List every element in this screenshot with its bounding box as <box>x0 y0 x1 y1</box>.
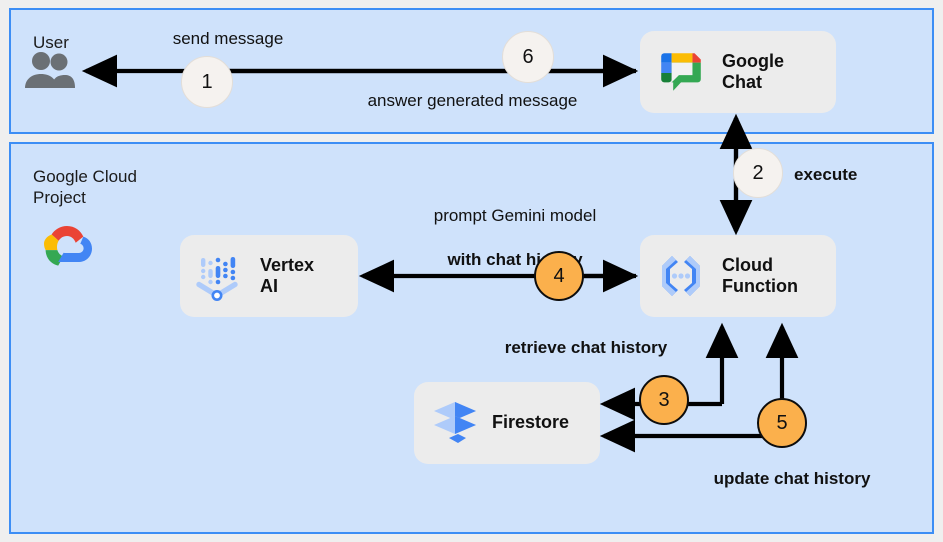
node-google-chat[interactable]: Google Chat <box>640 31 836 113</box>
node-google-chat-label: Google Chat <box>722 50 784 92</box>
node-vertex-ai[interactable]: Vertex AI <box>180 235 358 317</box>
label-prompt-gemini-model: prompt Gemini model with chat history <box>400 183 630 271</box>
label-prompt-line1: prompt Gemini model <box>433 206 597 226</box>
label-send-message: send message <box>172 29 284 48</box>
node-vertex-ai-label: Vertex AI <box>260 254 315 296</box>
step-badge-3: 3 <box>639 375 689 425</box>
label-update-chat-history: update chat history <box>713 469 871 488</box>
step-badge-4: 4 <box>534 251 584 301</box>
label-execute: execute <box>794 165 858 184</box>
google-cloud-icon <box>36 222 98 274</box>
label-retrieve-chat-history: retrieve chat history <box>504 338 668 357</box>
step-badge-6: 6 <box>502 31 554 83</box>
cloud-function-icon <box>652 250 710 302</box>
label-answer-generated-message: answer generated message <box>367 91 578 110</box>
node-cloud-function-label: Cloud Function <box>722 254 798 296</box>
firestore-icon <box>428 396 482 450</box>
step-badge-5: 5 <box>757 398 807 448</box>
node-cloud-function[interactable]: Cloud Function <box>640 235 836 317</box>
panel-user-title: User <box>33 33 69 52</box>
node-firestore-label: Firestore <box>492 412 570 433</box>
users-icon <box>22 50 78 90</box>
google-chat-icon <box>654 45 708 99</box>
vertex-ai-icon <box>192 248 248 304</box>
node-firestore[interactable]: Firestore <box>414 382 600 464</box>
step-badge-2: 2 <box>733 148 783 198</box>
panel-gcp-title: Google Cloud Project <box>33 167 137 208</box>
step-badge-1: 1 <box>181 56 233 108</box>
